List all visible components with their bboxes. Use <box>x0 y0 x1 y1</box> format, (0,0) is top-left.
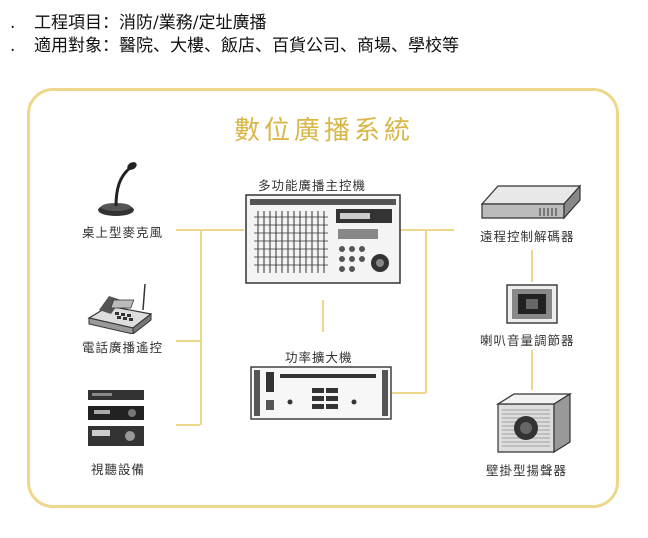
connector-right-bus <box>425 229 427 393</box>
connector-controller-amp <box>322 300 324 332</box>
bullet-marker: . <box>10 13 16 33</box>
telephone-icon <box>87 283 153 334</box>
node-label-microphone: 桌上型麥克風 <box>82 225 164 240</box>
bullet-marker: . <box>10 36 16 56</box>
connector-mic <box>176 229 219 231</box>
desk-microphone-icon <box>98 162 137 216</box>
connector-left-bus <box>200 229 202 425</box>
mixer-console-icon <box>245 194 401 284</box>
connector-controller-right <box>400 229 454 231</box>
connector-volume-speaker <box>531 350 533 390</box>
connector-phone <box>176 340 200 342</box>
node-label-wall-speaker: 壁掛型揚聲器 <box>486 463 568 478</box>
connector-left-to-controller <box>200 229 244 231</box>
header-bullets: . 工程項目：消防/業務/定址廣播 . 適用對象：醫院、大樓、飯店、百貨公司、商… <box>10 12 459 58</box>
node-label-main-controller: 多功能廣播主控機 <box>258 178 367 193</box>
av-equipment-icon <box>88 390 144 446</box>
node-label-remote-decoder: 遠程控制解碼器 <box>480 229 575 244</box>
node-label-volume-controller: 喇叭音量調節器 <box>480 333 575 348</box>
node-label-av-equipment: 視聽設備 <box>91 462 146 477</box>
bullet-project: . 工程項目：消防/業務/定址廣播 <box>10 12 459 35</box>
decoder-box-icon <box>480 184 582 220</box>
volume-knob-icon <box>506 284 558 324</box>
node-label-amplifier: 功率擴大機 <box>285 350 353 365</box>
rack-amplifier-icon <box>250 366 392 420</box>
bullet-text: 工程項目：消防/業務/定址廣播 <box>34 13 267 33</box>
diagram-frame <box>27 88 619 508</box>
bullet-text: 適用對象：醫院、大樓、飯店、百貨公司、商場、學校等 <box>34 36 459 56</box>
connector-amp-right <box>392 392 426 394</box>
bullet-audience: . 適用對象：醫院、大樓、飯店、百貨公司、商場、學校等 <box>10 35 459 58</box>
node-label-phone-remote: 電話廣播遙控 <box>82 340 164 355</box>
connector-av <box>176 424 200 426</box>
wall-speaker-icon <box>495 392 573 454</box>
connector-decoder-volume <box>531 250 533 282</box>
diagram-title: 數位廣播系統 <box>233 116 414 146</box>
